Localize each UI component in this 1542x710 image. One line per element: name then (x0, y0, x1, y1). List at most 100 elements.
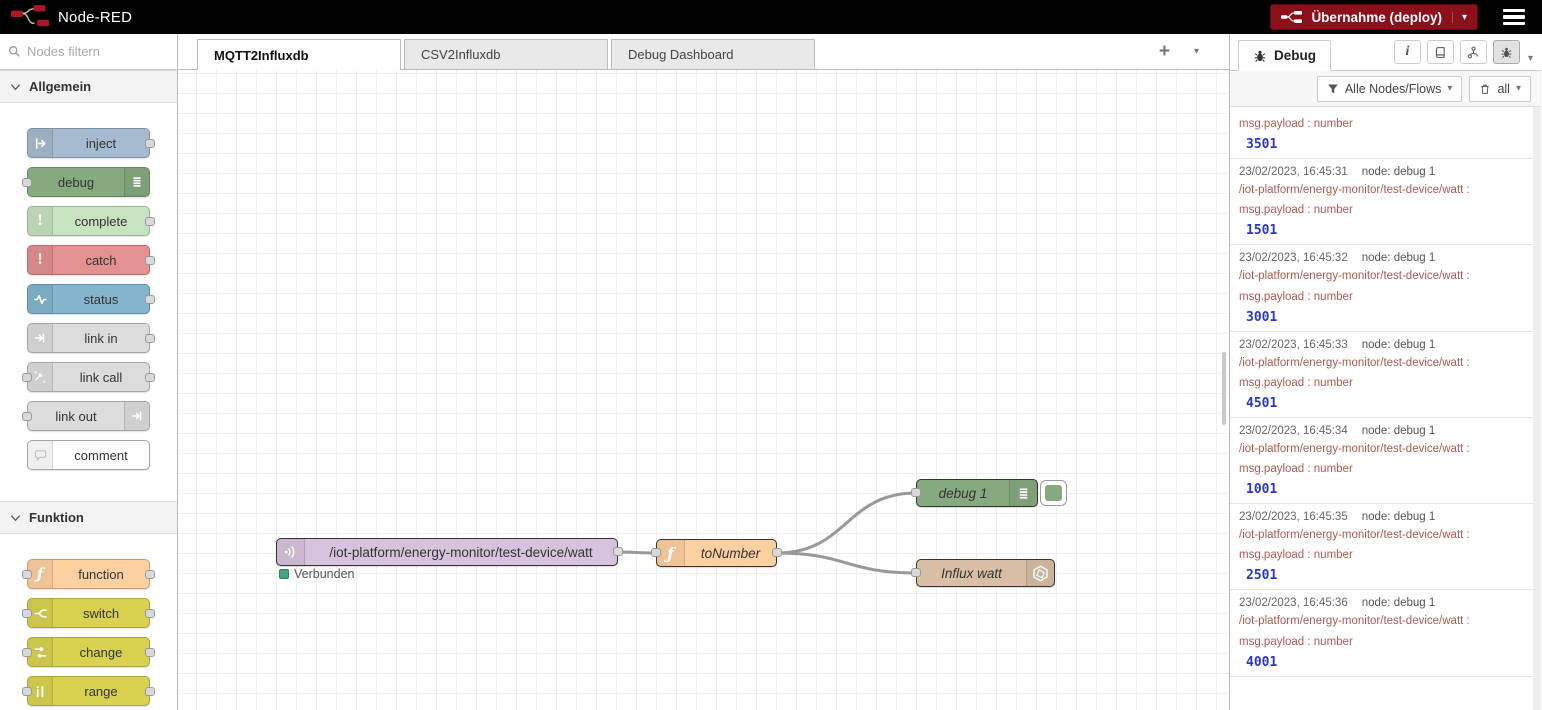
flow-list-caret[interactable]: ▾ (1193, 46, 1199, 57)
config-nodes-tab-button[interactable] (1459, 40, 1487, 64)
workspace-tab-bar: MQTT2Influxdb CSV2Influxdb Debug Dashboa… (178, 34, 1229, 70)
palette-node-catch[interactable]: ! catch (27, 245, 155, 275)
message-timestamp: 23/02/2023, 16:45:31 (1239, 166, 1348, 179)
sidebar-scrollbar[interactable] (1533, 107, 1541, 710)
palette-node-inject[interactable]: inject (27, 128, 155, 158)
debug-clear-button[interactable]: all ▾ (1469, 75, 1531, 102)
canvas-vertical-scrollbar[interactable] (1222, 352, 1226, 425)
input-port[interactable] (22, 373, 32, 382)
palette-node-comment[interactable]: comment (27, 440, 150, 470)
palette-node-label: debug (57, 174, 95, 190)
output-port[interactable] (145, 217, 155, 226)
message-property: msg.payload : number (1239, 549, 1353, 562)
flow-node-tonumber[interactable]: ƒ toNumber (656, 539, 777, 567)
palette-node-label: link out (55, 408, 97, 424)
deploy-options-caret[interactable]: ▾ (1451, 11, 1467, 23)
palette-section-label: Allgemein (29, 79, 92, 94)
trash-icon (1481, 84, 1490, 94)
deploy-button[interactable]: Übernahme (deploy) ▾ (1270, 4, 1478, 30)
palette-section-label: Funktion (29, 510, 84, 525)
add-flow-button[interactable]: + (1158, 41, 1170, 62)
link-arrow-icon (28, 324, 53, 352)
palette-node-status[interactable]: status (27, 284, 155, 314)
help-tab-button[interactable] (1426, 40, 1454, 64)
palette-node-complete[interactable]: ! complete (27, 206, 155, 236)
input-port[interactable] (22, 412, 32, 421)
main-menu-button[interactable] (1500, 6, 1528, 29)
palette-search-input[interactable] (27, 44, 157, 59)
wire[interactable] (776, 551, 917, 575)
input-port[interactable] (22, 609, 32, 618)
tab-csv2influxdb[interactable]: CSV2Influxdb (404, 39, 608, 69)
flow-node-label: toNumber (700, 545, 761, 561)
output-port[interactable] (613, 547, 623, 556)
input-port[interactable] (22, 687, 32, 696)
debug-message-list: msg.payload : number 3501 23/02/2023, 16… (1230, 107, 1541, 710)
input-port[interactable] (22, 178, 32, 187)
flow-node-label: Influx watt (941, 565, 1002, 581)
output-port[interactable] (145, 295, 155, 304)
debug-enable-toggle[interactable] (1040, 480, 1067, 506)
palette-node-range[interactable]: range (22, 676, 155, 706)
wire[interactable] (776, 491, 917, 555)
palette-node-debug[interactable]: debug (22, 167, 150, 197)
output-port[interactable] (772, 548, 782, 557)
flow-node-mqtt-in[interactable]: /iot-platform/energy-monitor/test-device… (276, 538, 618, 566)
node-red-logo-icon (10, 5, 50, 27)
input-port[interactable] (651, 548, 661, 557)
info-tab-button[interactable]: i (1393, 40, 1421, 64)
status-text: Verbunden (294, 567, 355, 581)
bug-icon (1501, 47, 1512, 58)
input-port[interactable] (911, 568, 921, 577)
message-value: 3501 (1246, 137, 1278, 153)
node-red-logo: Node-RED (10, 4, 132, 30)
debug-filter-button[interactable]: Alle Nodes/Flows ▾ (1316, 75, 1463, 102)
sidebar-tab-debug[interactable]: Debug (1238, 40, 1331, 71)
palette-node-change[interactable]: change (22, 637, 155, 667)
flow-node-debug-1[interactable]: debug 1 (916, 479, 1038, 507)
sidebar-options-caret[interactable]: ▾ (1527, 53, 1533, 64)
input-port[interactable] (22, 570, 32, 579)
output-port[interactable] (145, 648, 155, 657)
output-port[interactable] (145, 334, 155, 343)
palette-node-function[interactable]: ƒ function (22, 559, 155, 589)
tab-debug-dashboard[interactable]: Debug Dashboard (611, 39, 815, 69)
debug-tab-button[interactable] (1492, 40, 1520, 64)
palette-node-link-in[interactable]: link in (27, 323, 155, 353)
palette-node-label: change (79, 644, 123, 660)
exclamation-icon: ! (28, 207, 53, 235)
output-port[interactable] (145, 687, 155, 696)
palette-node-label: range (84, 683, 118, 699)
palette-section-allgemein[interactable]: Allgemein (0, 70, 177, 103)
palette-node-label: switch (82, 605, 120, 621)
input-port[interactable] (911, 488, 921, 497)
deploy-icon (1281, 11, 1303, 23)
output-port[interactable] (145, 256, 155, 265)
palette-node-link-call[interactable]: link call (22, 362, 155, 392)
output-port[interactable] (145, 570, 155, 579)
output-port[interactable] (145, 139, 155, 148)
link-arrow-icon (28, 363, 53, 391)
tab-mqtt2influxdb[interactable]: MQTT2Influxdb (197, 39, 401, 70)
palette-node-label: link call (79, 369, 123, 385)
message-property: msg.payload : number (1239, 118, 1353, 130)
palette-node-label: comment (74, 447, 128, 463)
message-source: node: debug 1 (1361, 338, 1436, 351)
palette-node-label: link in (84, 330, 118, 346)
flow-canvas[interactable]: /iot-platform/energy-monitor/test-device… (178, 70, 1229, 710)
message-value: 2501 (1246, 568, 1278, 584)
mqtt-broadcast-icon (277, 539, 305, 565)
palette-section-funktion[interactable]: Funktion (0, 501, 177, 534)
palette-node-link-out[interactable]: link out (22, 401, 150, 431)
flow-node-influx-watt[interactable]: Influx watt (916, 559, 1055, 587)
message-timestamp: 23/02/2023, 16:45:32 (1239, 252, 1348, 265)
chevron-down-icon (10, 83, 21, 90)
palette-node-switch[interactable]: switch (22, 598, 155, 628)
output-port[interactable] (145, 373, 155, 382)
message-property: msg.payload : number (1239, 376, 1353, 389)
input-port[interactable] (22, 648, 32, 657)
node-palette: Allgemein inject debug ! complete (0, 34, 178, 710)
output-port[interactable] (145, 609, 155, 618)
